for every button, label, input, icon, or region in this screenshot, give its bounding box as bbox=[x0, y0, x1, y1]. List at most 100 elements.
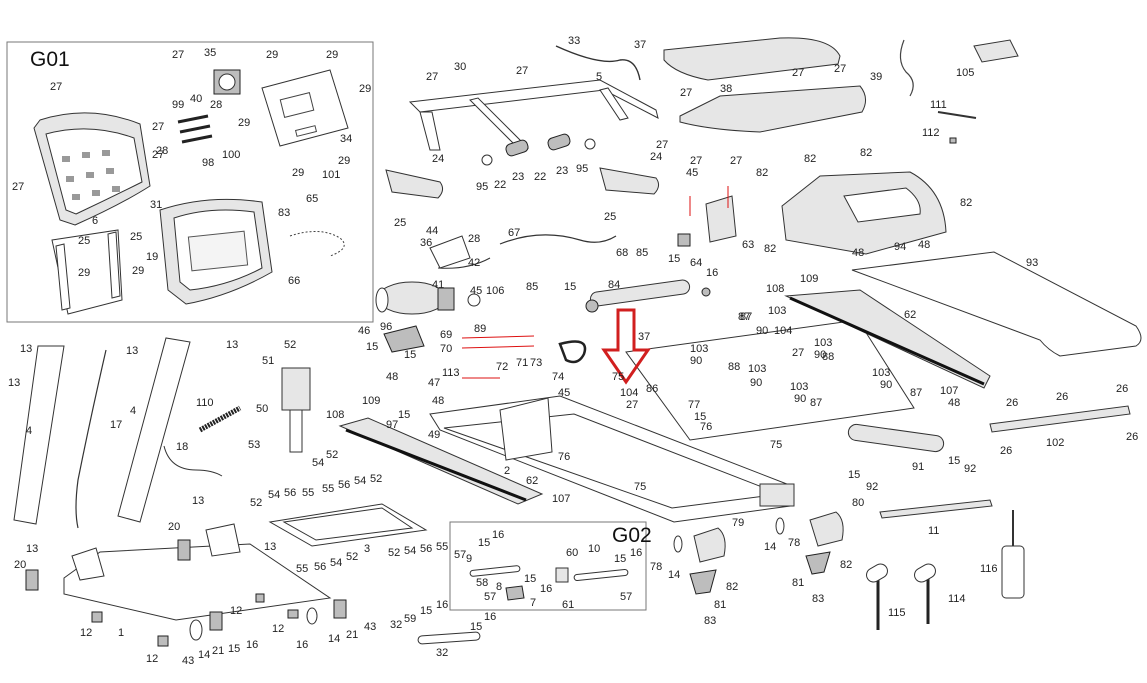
part-label-75: 75 bbox=[770, 439, 782, 451]
part-label-87: 87 bbox=[738, 311, 750, 323]
part-label-28: 28 bbox=[210, 99, 222, 111]
part-label-107: 107 bbox=[940, 385, 958, 397]
part-label-37: 37 bbox=[638, 331, 650, 343]
part-label-8: 8 bbox=[496, 581, 502, 593]
part-label-13: 13 bbox=[20, 343, 32, 355]
part-label-52: 52 bbox=[346, 551, 358, 563]
motor-bracket bbox=[429, 235, 471, 269]
part-label-78: 78 bbox=[788, 537, 800, 549]
part-label-88: 88 bbox=[728, 361, 740, 373]
motor-controller bbox=[705, 195, 737, 243]
rear-foot-cover-80 bbox=[809, 511, 844, 547]
part-label-45: 45 bbox=[470, 285, 482, 297]
part-label-90: 90 bbox=[690, 355, 702, 367]
part-label-52: 52 bbox=[370, 473, 382, 485]
part-label-14: 14 bbox=[328, 633, 340, 645]
part-label-27: 27 bbox=[12, 181, 24, 193]
hand-grips bbox=[481, 133, 596, 166]
side-trim-right bbox=[599, 167, 660, 195]
part-label-16: 16 bbox=[492, 529, 504, 541]
part-label-3: 3 bbox=[364, 543, 370, 555]
part-label-17: 17 bbox=[110, 419, 122, 431]
part-label-29: 29 bbox=[338, 155, 350, 167]
front-roller bbox=[589, 279, 691, 307]
part-label-82: 82 bbox=[860, 147, 872, 159]
part-label-15: 15 bbox=[470, 621, 482, 633]
part-label-12: 12 bbox=[230, 605, 242, 617]
part-label-63: 63 bbox=[742, 239, 754, 251]
part-label-25: 25 bbox=[78, 235, 90, 247]
part-label-43: 43 bbox=[182, 655, 194, 667]
part-label-15: 15 bbox=[228, 643, 240, 655]
part-label-32: 32 bbox=[436, 647, 448, 659]
console-pcb-board bbox=[261, 69, 349, 147]
part-label-52: 52 bbox=[250, 497, 262, 509]
highlight-arrow bbox=[601, 308, 651, 385]
part-label-82: 82 bbox=[840, 559, 852, 571]
part-label-27: 27 bbox=[792, 347, 804, 359]
part-label-29: 29 bbox=[132, 265, 144, 277]
part-label-54: 54 bbox=[268, 489, 280, 501]
part-label-81: 81 bbox=[792, 577, 804, 589]
part-label-13: 13 bbox=[264, 541, 276, 553]
side-rail-left bbox=[338, 417, 544, 505]
base-feet bbox=[91, 593, 299, 647]
part-label-33: 33 bbox=[568, 35, 580, 47]
part-label-36: 36 bbox=[420, 237, 432, 249]
part-label-108: 108 bbox=[766, 283, 784, 295]
part-label-95: 95 bbox=[476, 181, 488, 193]
part-label-70: 70 bbox=[440, 343, 452, 355]
motor-wire-67 bbox=[499, 234, 617, 245]
part-label-27: 27 bbox=[50, 81, 62, 93]
part-label-22: 22 bbox=[494, 179, 506, 191]
upright-left bbox=[13, 345, 65, 525]
part-label-55: 55 bbox=[436, 541, 448, 553]
part-label-103: 103 bbox=[690, 343, 708, 355]
part-label-85: 85 bbox=[636, 247, 648, 259]
part-label-27: 27 bbox=[680, 87, 692, 99]
part-label-84: 84 bbox=[608, 279, 620, 291]
part-label-9: 9 bbox=[466, 553, 472, 565]
part-label-27: 27 bbox=[172, 49, 184, 61]
part-label-22: 22 bbox=[534, 171, 546, 183]
g02-roller-10 bbox=[573, 568, 629, 582]
g01-labels: 27 35 27 29 29 29 99 40 28 27 28 98 100 … bbox=[12, 47, 371, 287]
part-label-15: 15 bbox=[564, 281, 576, 293]
part-label-19: 19 bbox=[146, 251, 158, 263]
part-label-103: 103 bbox=[790, 381, 808, 393]
part-label-48: 48 bbox=[918, 239, 930, 251]
part-label-51: 51 bbox=[262, 355, 274, 367]
part-label-90: 90 bbox=[794, 393, 806, 405]
part-label-35: 35 bbox=[204, 47, 216, 59]
part-label-103: 103 bbox=[768, 305, 786, 317]
part-label-14: 14 bbox=[198, 649, 210, 661]
part-label-56: 56 bbox=[284, 487, 296, 499]
part-label-34: 34 bbox=[340, 133, 352, 145]
part-label-48: 48 bbox=[852, 247, 864, 259]
part-label-43: 43 bbox=[364, 621, 376, 633]
part-label-27: 27 bbox=[516, 65, 528, 77]
part-label-82: 82 bbox=[804, 153, 816, 165]
part-label-64: 64 bbox=[690, 257, 702, 269]
console-top-cover bbox=[663, 37, 841, 81]
part-112 bbox=[949, 137, 957, 144]
running-deck bbox=[625, 319, 915, 441]
part-label-56: 56 bbox=[420, 543, 432, 555]
part-label-110: 110 bbox=[196, 397, 214, 409]
part-label-90: 90 bbox=[814, 349, 826, 361]
part-label-48: 48 bbox=[432, 395, 444, 407]
motor-wire-42 bbox=[437, 257, 491, 269]
part-label-16: 16 bbox=[436, 599, 448, 611]
part-label-16: 16 bbox=[484, 611, 496, 623]
part-label-25: 25 bbox=[394, 217, 406, 229]
part-label-26: 26 bbox=[1000, 445, 1012, 457]
part-label-71: 71 bbox=[516, 357, 528, 369]
part-label-20: 20 bbox=[14, 559, 26, 571]
part-label-26: 26 bbox=[1126, 431, 1138, 443]
part-label-29: 29 bbox=[359, 83, 371, 95]
part-label-16: 16 bbox=[706, 267, 718, 279]
part-label-4: 4 bbox=[130, 405, 136, 417]
part-label-13: 13 bbox=[26, 543, 38, 555]
part-label-15: 15 bbox=[478, 537, 490, 549]
